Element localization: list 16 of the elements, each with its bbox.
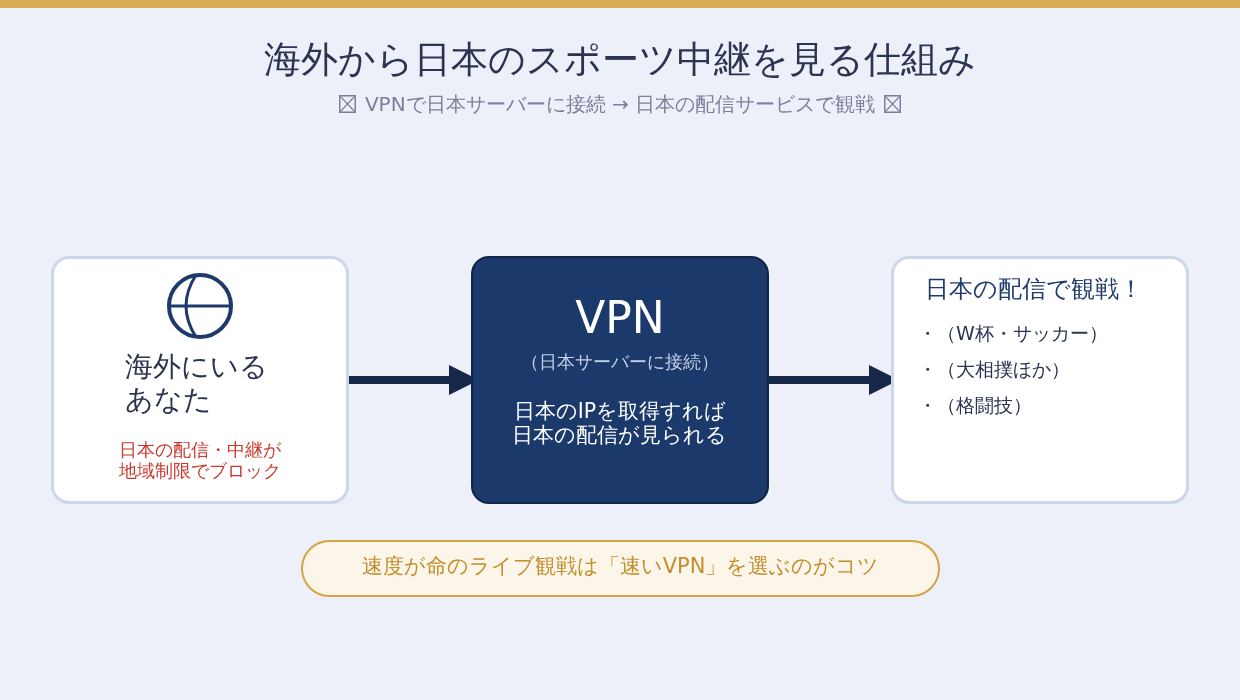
- list-item: ・（大相撲ほか）: [918, 358, 1070, 380]
- subtitle: VPNで日本サーバーに接続 → 日本の配信サービスで観戦: [364, 92, 876, 116]
- process-box: [471, 256, 769, 504]
- tip-banner: [301, 540, 940, 597]
- warning-note: 日本の配信・中継が地域制限でブロック: [118, 440, 282, 482]
- info-card: [51, 256, 349, 504]
- node-subtitle: （日本サーバーに接続）: [520, 351, 720, 373]
- diagram-title: 海外から日本のスポーツ中継を見る仕組み: [264, 37, 976, 83]
- info-card: [891, 256, 1189, 504]
- node-description: 日本のIPを取得すれば日本の配信が見られる: [511, 399, 729, 447]
- list-item: ・（W杯・サッカー）: [918, 322, 1108, 344]
- node-title: VPN: [574, 292, 666, 344]
- node-title: 海外にいるあなた: [125, 350, 269, 416]
- list-heading: 日本の配信で観戦！: [925, 274, 1143, 304]
- tip-text: 速度が命のライブ観戦は「速いVPN」を選ぶのがコツ: [360, 553, 881, 580]
- list-item: ・（格闘技）: [918, 394, 1032, 416]
